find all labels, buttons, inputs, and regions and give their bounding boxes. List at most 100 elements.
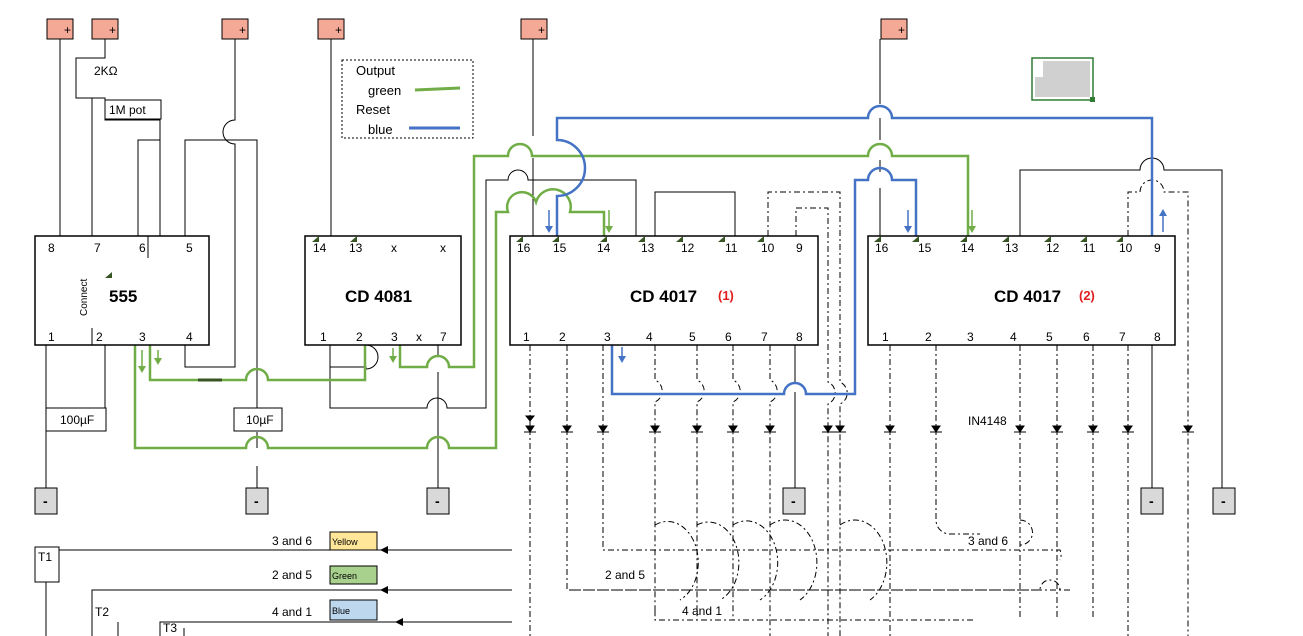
pin-label: 11 [1083, 241, 1096, 255]
led-yellow-label: Yellow [332, 537, 358, 547]
pin-label: 8 [48, 241, 55, 255]
capacitor-100uf: 100µF [45, 407, 107, 432]
diode-icon [884, 425, 896, 433]
pin-label: 12 [681, 241, 695, 255]
pin-label: 4 [646, 330, 653, 344]
pin-label: 4 [186, 330, 193, 344]
transistor-t1-label: T1 [38, 550, 52, 564]
connect-label: Connect [79, 279, 90, 316]
minus-terminal-1: - [34, 487, 58, 515]
pin-label: 7 [94, 241, 101, 255]
minus-terminal-2: - [245, 487, 269, 515]
plus-terminal-3: + [221, 18, 249, 40]
potentiometer: 1M pot [104, 99, 162, 120]
diode-icon [597, 425, 609, 433]
plus-terminal-1: + [46, 18, 74, 40]
row-label-3: 4 and 1 [272, 605, 312, 619]
chip-tag: (1) [718, 288, 734, 303]
plus-terminal-6: + [880, 18, 908, 40]
chip-name: CD 4017 [994, 287, 1061, 306]
pin-label: 1 [523, 330, 530, 344]
pin-label: 6 [139, 241, 146, 255]
pin-label: 15 [918, 241, 932, 255]
transistor-t2-label: T2 [95, 605, 109, 619]
diode-icon [822, 425, 834, 433]
pin-label: 5 [1046, 330, 1053, 344]
minus-terminal-5: - [1140, 487, 1164, 515]
power-terminals: + + + + + + - - - - - - [34, 18, 1236, 515]
pin-label: 6 [725, 330, 732, 344]
legend-blue-label: blue [368, 122, 393, 137]
plus-terminal-5: + [520, 18, 548, 40]
resistor-2k: 2KΩ [94, 64, 118, 78]
diode-icon [1122, 425, 1134, 433]
row-label-1: 3 and 6 [272, 534, 312, 548]
wire-arrows [138, 209, 1167, 373]
pin-label: 3 [604, 330, 611, 344]
pin-label: 12 [1046, 241, 1060, 255]
pin-label: 11 [725, 241, 738, 255]
legend-reset-label: Reset [356, 102, 390, 117]
legend-green-label: green [368, 83, 401, 98]
output-wires [133, 142, 970, 450]
diodes [524, 415, 1194, 433]
diode-label: IN4148 [968, 414, 1007, 428]
svg-text:-: - [254, 493, 259, 509]
output-section: T1 3 and 6 Yellow 2 and 5 Green T2 4 and… [34, 531, 1008, 636]
pin-label: 16 [875, 241, 889, 255]
svg-text:+: + [109, 23, 116, 37]
diode-icon [764, 425, 776, 433]
pin-label: 7 [761, 330, 768, 344]
legend-title: Output [356, 63, 395, 78]
chip-cd4017-2: 16 15 14 13 12 11 10 9 1 2 3 4 5 6 7 8 C… [867, 235, 1176, 346]
pin-label: 9 [796, 241, 803, 255]
pin-label: 1 [320, 330, 327, 344]
svg-text:+: + [239, 23, 246, 37]
diode-icon [1087, 425, 1099, 433]
led-green-label: Green [332, 571, 357, 581]
pin-label: 7 [1119, 330, 1126, 344]
pin-label: 8 [796, 330, 803, 344]
bus-label-2: 2 and 5 [605, 568, 645, 582]
led-green [329, 565, 378, 585]
plus-terminal-4: + [317, 18, 345, 40]
pin-label: 14 [313, 241, 327, 255]
reset-wires [555, 104, 1154, 396]
pin-label: 5 [689, 330, 696, 344]
pin-label: 10 [761, 241, 775, 255]
pin-label: 14 [961, 241, 975, 255]
legend: Output green Reset blue [341, 59, 474, 139]
pin-label: 2 [356, 330, 363, 344]
chip-tag: (2) [1079, 288, 1095, 303]
svg-text:1M pot: 1M pot [109, 103, 146, 117]
pin-label: 5 [186, 241, 193, 255]
legend-green-swatch [414, 86, 461, 92]
svg-text:-: - [1221, 493, 1226, 509]
diode-icon [1182, 425, 1194, 433]
chip-cd4081: 14 13 x x 1 2 3 x 7 CD 4081 [304, 235, 462, 346]
pin-label: 13 [349, 241, 363, 255]
svg-text:100µF: 100µF [60, 413, 94, 427]
svg-text:+: + [898, 23, 905, 37]
pin-label: 1 [882, 330, 889, 344]
pin-label: 14 [597, 241, 611, 255]
pin-label: 4 [1010, 330, 1017, 344]
diode-icon [691, 425, 703, 433]
selection-box[interactable] [1031, 57, 1095, 102]
svg-text:-: - [1149, 493, 1154, 509]
chip-cd4017-1: 16 15 14 13 12 11 10 9 1 2 3 4 5 6 7 8 C… [509, 235, 819, 346]
minus-terminal-6: - [1212, 487, 1236, 515]
svg-text:-: - [435, 493, 440, 509]
pin-label: 2 [559, 330, 566, 344]
pin-label: x [440, 241, 446, 255]
row-label-2: 2 and 5 [272, 568, 312, 582]
diode-icon [1051, 425, 1063, 433]
diode-icon [727, 425, 739, 433]
chip-555: 8 7 6 5 1 2 3 4 555 Connect [34, 235, 210, 346]
led-blue [329, 599, 378, 621]
pin-label: 13 [1005, 241, 1019, 255]
minus-terminal-3: - [426, 487, 450, 515]
svg-text:+: + [335, 23, 342, 37]
svg-text:-: - [791, 493, 796, 509]
